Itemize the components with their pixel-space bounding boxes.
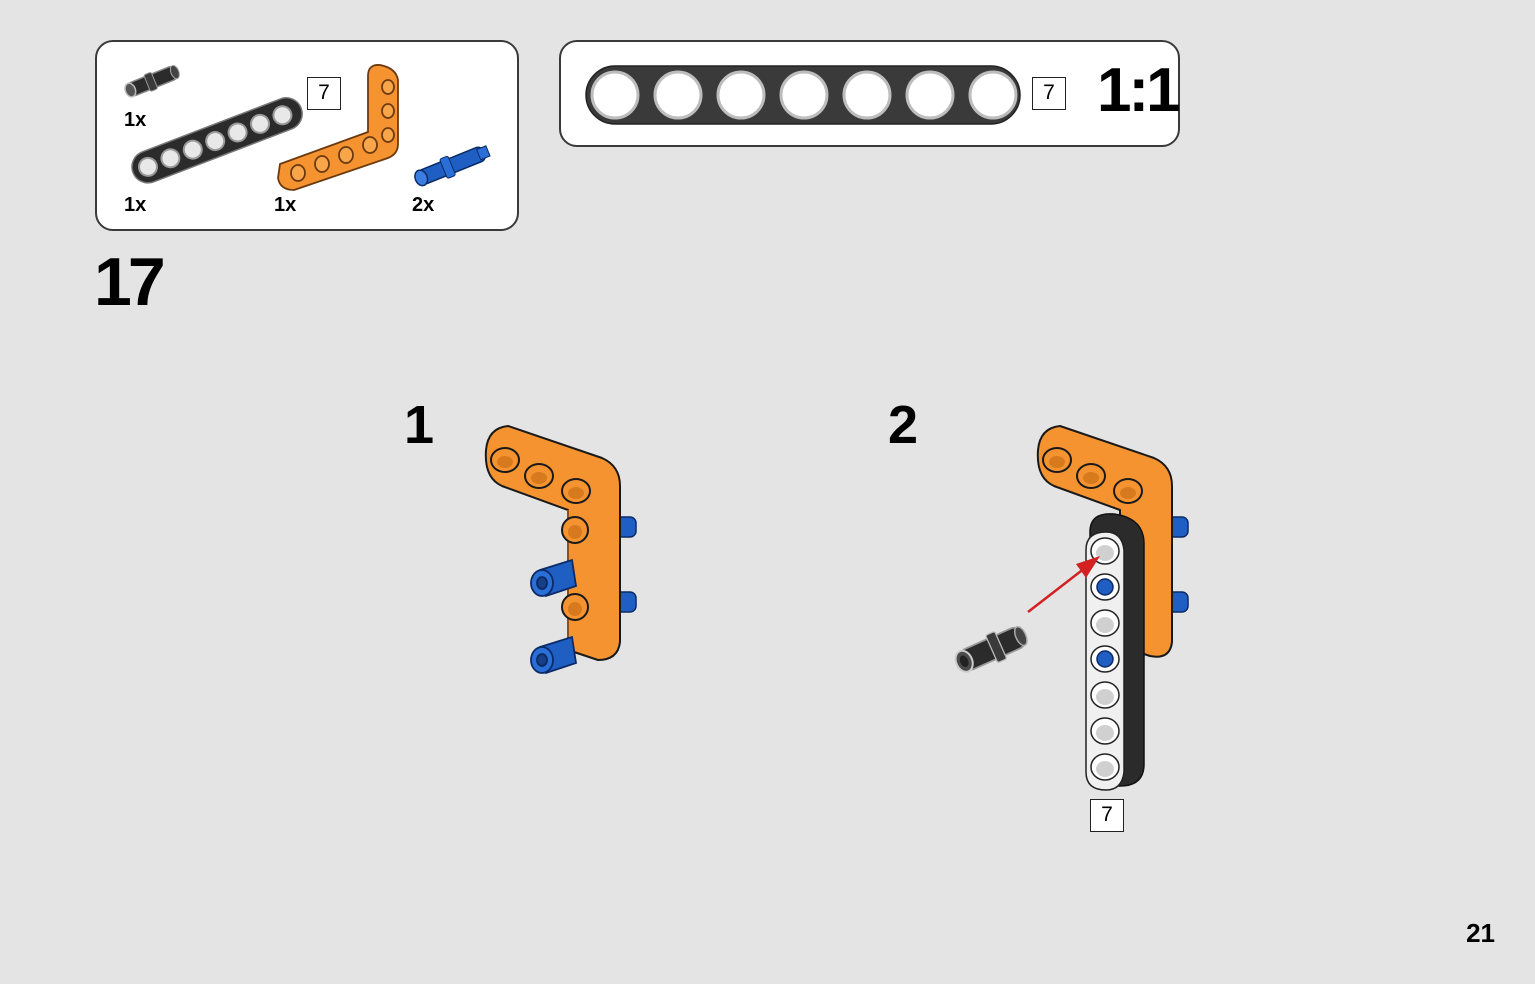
black-pin-icon bbox=[954, 625, 1028, 673]
beam-quantity: 1x bbox=[124, 194, 147, 216]
beam-length-label: 7 bbox=[307, 77, 341, 110]
beam-scale-icon bbox=[585, 65, 1021, 125]
pin-quantity: 1x bbox=[124, 109, 147, 131]
black-pin-icon bbox=[124, 64, 180, 98]
step-number: 17 bbox=[94, 244, 166, 320]
black-beam-icon bbox=[131, 97, 303, 184]
substep-1-number: 1 bbox=[404, 395, 435, 455]
page-number: 21 bbox=[1466, 918, 1495, 948]
substep-2-length-label: 7 bbox=[1090, 799, 1124, 832]
blue-axle-pin-icon bbox=[414, 145, 491, 187]
angle-beam-quantity: 1x bbox=[274, 194, 297, 216]
insert-arrow-icon bbox=[1027, 556, 1100, 613]
orange-angle-beam-icon bbox=[277, 64, 399, 191]
scale-ratio: 1:1 bbox=[1097, 56, 1181, 125]
scale-guide-panel: 7 1:1 bbox=[559, 40, 1181, 147]
blue-axle-pin-icon bbox=[530, 558, 578, 675]
parts-list-panel: 1x 1x 7 1x bbox=[95, 40, 519, 231]
axle-pin-quantity: 2x bbox=[412, 194, 435, 216]
substep-2-number: 2 bbox=[888, 395, 919, 455]
substep-2-assembly bbox=[954, 425, 1189, 791]
scale-length-label: 7 bbox=[1032, 77, 1066, 110]
substep-1-assembly bbox=[484, 425, 637, 675]
